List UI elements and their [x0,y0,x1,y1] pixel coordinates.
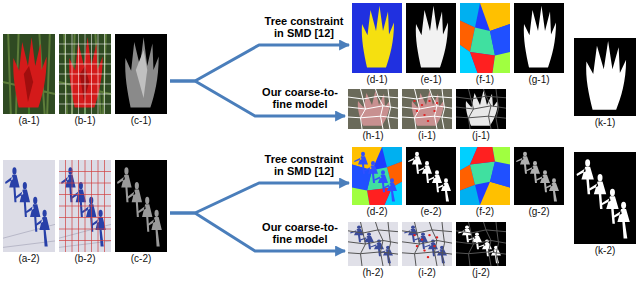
segment-map [352,147,402,205]
saliency-map [456,222,506,266]
image-panel: (b-1) [59,34,111,128]
image-panel: (a-1) [3,34,55,128]
panel-caption: (h-1) [342,130,404,142]
panel-caption: (a-1) [0,115,61,127]
saliency-map [514,147,564,205]
prior-map [115,160,167,252]
image-panel: (c-2) [115,160,167,266]
method-label: Our coarse-to-fine model [257,221,343,246]
superpixel-map [402,222,452,266]
image-panel: (h-2) [348,222,398,280]
image-panel: (g-1) [514,3,564,87]
panel-caption: (f-1) [454,74,516,86]
ground-truth [574,38,636,116]
segment-map [352,3,402,73]
segment-map [460,3,510,73]
method-label: Tree constraint in SMD [12] [261,15,347,40]
panel-caption: (k-2) [568,245,640,257]
grid-photo [59,160,111,252]
flow-arrow [170,45,349,81]
image-panel: (k-1) [574,38,636,130]
image-panel: (f-2) [460,147,510,219]
panel-caption: (d-1) [346,74,408,86]
panel-caption: (c-1) [109,115,173,127]
image-panel: (d-2) [352,147,402,219]
ground-truth [574,152,636,244]
panel-caption: (a-2) [0,253,61,265]
image-panel: (g-2) [514,147,564,219]
image-panel: (b-2) [59,160,111,266]
input-photo [3,34,55,114]
image-panel: (f-1) [460,3,510,87]
superpixel-map [348,89,398,129]
flow-arrow [170,183,349,213]
image-panel: (k-2) [574,152,636,258]
prior-map [115,34,167,114]
saliency-map [456,89,506,129]
image-panel: (i-1) [402,89,452,143]
panel-caption: (h-2) [342,267,404,279]
saliency-map [514,3,564,73]
panel-caption: (k-1) [568,117,640,129]
saliency-map [406,3,456,73]
panel-caption: (j-1) [450,130,512,142]
panel-caption: (g-2) [508,206,570,218]
panel-caption: (c-2) [109,253,173,265]
input-photo [3,160,55,252]
panel-caption: (i-1) [396,130,458,142]
image-panel: (c-1) [115,34,167,128]
flow-arrow [170,81,345,116]
saliency-map [406,147,456,205]
superpixel-map [348,222,398,266]
image-panel: (d-1) [352,3,402,87]
panel-caption: (e-1) [400,74,462,86]
image-panel: (e-1) [406,3,456,87]
method-label: Tree constraint in SMD [12] [261,153,347,178]
image-panel: (a-2) [3,160,55,266]
image-panel: (i-2) [402,222,452,280]
panel-caption: (j-2) [450,267,512,279]
panel-caption: (g-1) [508,74,570,86]
superpixel-map [402,89,452,129]
image-panel: (h-1) [348,89,398,143]
image-panel: (e-2) [406,147,456,219]
image-panel: (j-1) [456,89,506,143]
panel-caption: (e-2) [400,206,462,218]
segment-map [460,147,510,205]
panel-caption: (b-2) [53,253,117,265]
image-panel: (j-2) [456,222,506,280]
panel-caption: (b-1) [53,115,117,127]
grid-photo [59,34,111,114]
flow-arrow [170,213,345,251]
method-label: Our coarse-to-fine model [257,86,343,111]
panel-caption: (f-2) [454,206,516,218]
panel-caption: (d-2) [346,206,408,218]
panel-caption: (i-2) [396,267,458,279]
